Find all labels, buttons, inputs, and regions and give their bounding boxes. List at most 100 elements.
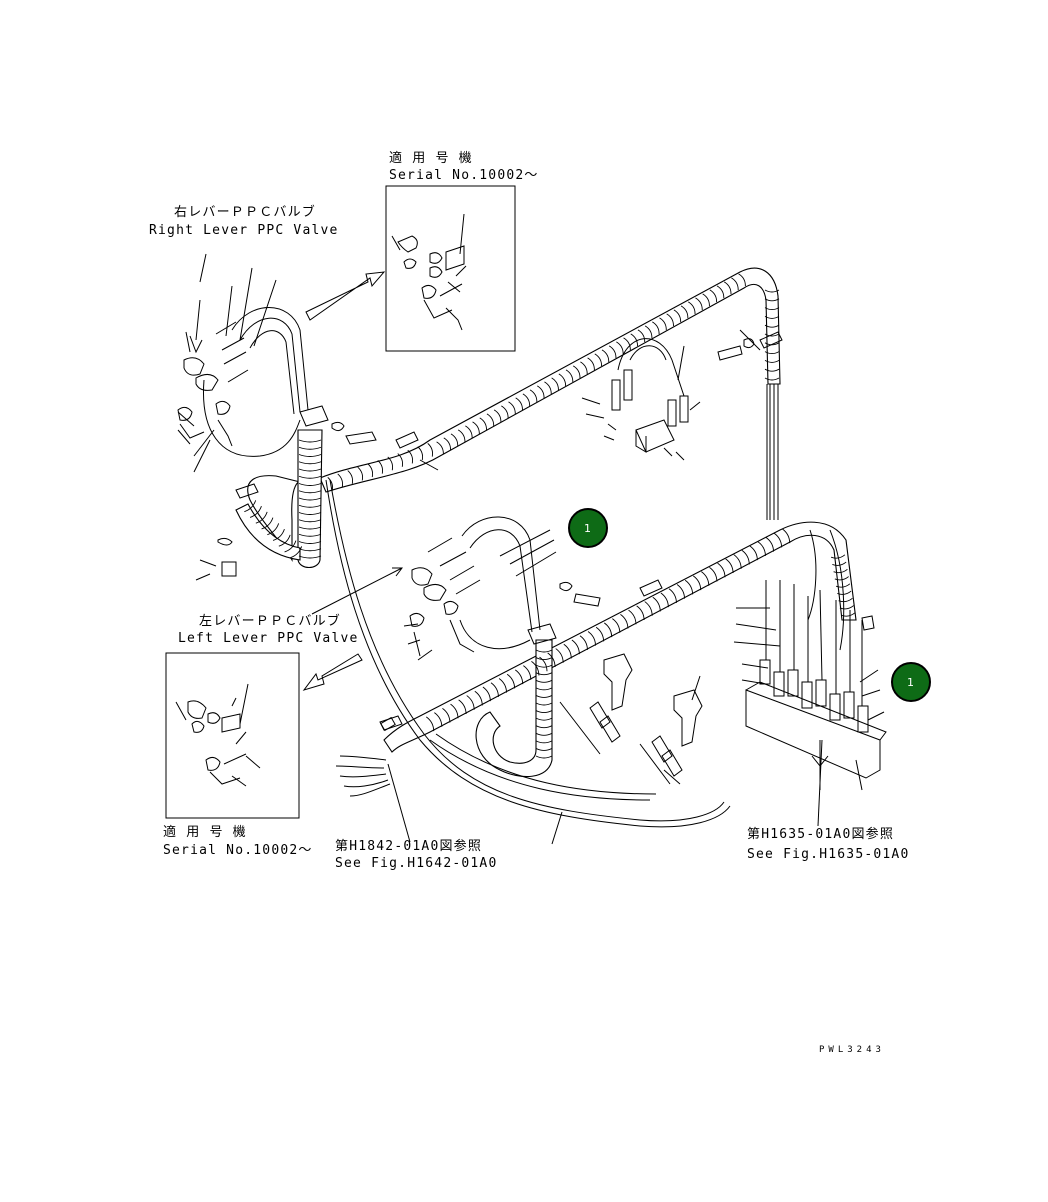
hose-rib [498, 678, 508, 693]
callout-leaders [177, 329, 885, 845]
ref-h1842-leader [387, 763, 411, 843]
right-valve-label-en: Right Lever PPC Valve [149, 223, 339, 238]
hose-rib [741, 549, 750, 565]
hose-rib [565, 369, 574, 383]
right-lever-ppc-valve [177, 267, 329, 457]
hose-rib [417, 446, 423, 461]
hose-rib [840, 612, 856, 617]
hose-rib [298, 533, 322, 537]
hose-rib [327, 477, 333, 491]
hose-rib [535, 679, 553, 683]
hose-rib [537, 385, 545, 399]
hose-rib [692, 575, 702, 591]
hose-rib [764, 351, 780, 355]
hose-rib [261, 517, 274, 530]
hose-rib [676, 584, 686, 599]
hose-rib [680, 305, 689, 319]
hose-rib [733, 554, 742, 569]
hose-rib [688, 301, 696, 315]
hose-rib [673, 309, 682, 323]
hose-rib [587, 357, 595, 371]
arrow-to-top-inset [305, 271, 386, 321]
hose-rib [267, 523, 280, 536]
hose-rib [764, 377, 780, 381]
hose-rib [731, 277, 739, 291]
hose-rib [637, 329, 646, 343]
hose-rib [501, 405, 509, 419]
hose-rib [603, 622, 613, 638]
hose-rib [636, 605, 645, 620]
hose-rib [249, 505, 262, 518]
hose-rib [506, 673, 516, 689]
hose-rib [457, 429, 466, 443]
hose-rib [387, 456, 393, 471]
hose-rib [436, 441, 444, 455]
hose-rib [572, 365, 581, 379]
hose-rib [474, 690, 483, 706]
hose-rib [652, 321, 660, 335]
hose-rib [298, 439, 322, 443]
hose-rib [723, 281, 732, 295]
hose-rib [838, 597, 853, 603]
hose-rib [764, 307, 780, 311]
hose-rib [571, 639, 580, 655]
ref-h1635-leader [817, 739, 823, 827]
hose-rib [244, 500, 257, 513]
hose-rib [764, 333, 780, 337]
clamps-and-bolts [217, 331, 875, 731]
bottom-inset-applies-label: 適 用 号 機 [163, 824, 247, 840]
hose-rib [298, 490, 322, 494]
hose-rib [764, 368, 780, 372]
top-inset-detail [385, 185, 516, 352]
hose-rib [508, 401, 516, 415]
hose-rib [835, 583, 851, 588]
hose-rib [458, 699, 467, 714]
hose-rib [555, 648, 564, 663]
hose-rib [284, 540, 297, 553]
hose-rib [443, 437, 452, 451]
hose-rib [717, 562, 726, 578]
right-valve-label-jp: 右レバーＰＰＣバルブ [174, 204, 316, 220]
lower-manifold [745, 529, 887, 790]
hose-rib [535, 755, 553, 759]
ref-h1842-label-en: See Fig.H1642-01A0 [335, 856, 497, 871]
hose-rib [535, 695, 553, 698]
hose-rib [623, 337, 631, 351]
ref-h1635-label-jp: 第H1635-01A0図参照 [747, 826, 894, 842]
hose-rib [298, 454, 322, 457]
hose-rib [551, 377, 559, 391]
hose-rib [701, 571, 710, 586]
center-couplers [559, 653, 703, 785]
hose-rib [608, 345, 617, 359]
hose-rib [535, 702, 553, 706]
badge-1-right-text: 1 [907, 676, 914, 689]
hose-rib [563, 643, 572, 659]
upper-block-valve [603, 338, 755, 461]
hose-rib [535, 687, 553, 691]
hose-rib [773, 532, 783, 548]
hose-rib [472, 421, 480, 435]
left-valve-label-jp: 左レバーＰＰＣバルブ [199, 613, 341, 629]
hose-rib [601, 349, 610, 363]
hose-rib [272, 528, 285, 541]
hose-rib [298, 504, 322, 508]
bottom-inset-detail [165, 652, 300, 819]
hose-rib [347, 470, 353, 484]
hose-rib [764, 298, 780, 302]
hose-rib [587, 631, 597, 646]
ref-h1635-label-en: See Fig.H1635-01A0 [747, 847, 909, 862]
badge-1-upper: 1 [568, 508, 608, 548]
arrow-to-bottom-inset [302, 653, 363, 691]
left-valve-label-en: Left Lever PPC Valve [178, 631, 359, 646]
hose-rib [515, 397, 523, 411]
hose-rib [367, 463, 373, 478]
hose-rib [425, 716, 435, 732]
hose-rib [644, 601, 653, 616]
hose-rib [535, 664, 553, 668]
hose-rib [407, 449, 413, 464]
hose-rib [466, 695, 475, 710]
hose-rib [427, 443, 433, 457]
hose-rib [764, 360, 780, 363]
hose-rib [749, 545, 758, 561]
hose-rib [595, 626, 605, 642]
